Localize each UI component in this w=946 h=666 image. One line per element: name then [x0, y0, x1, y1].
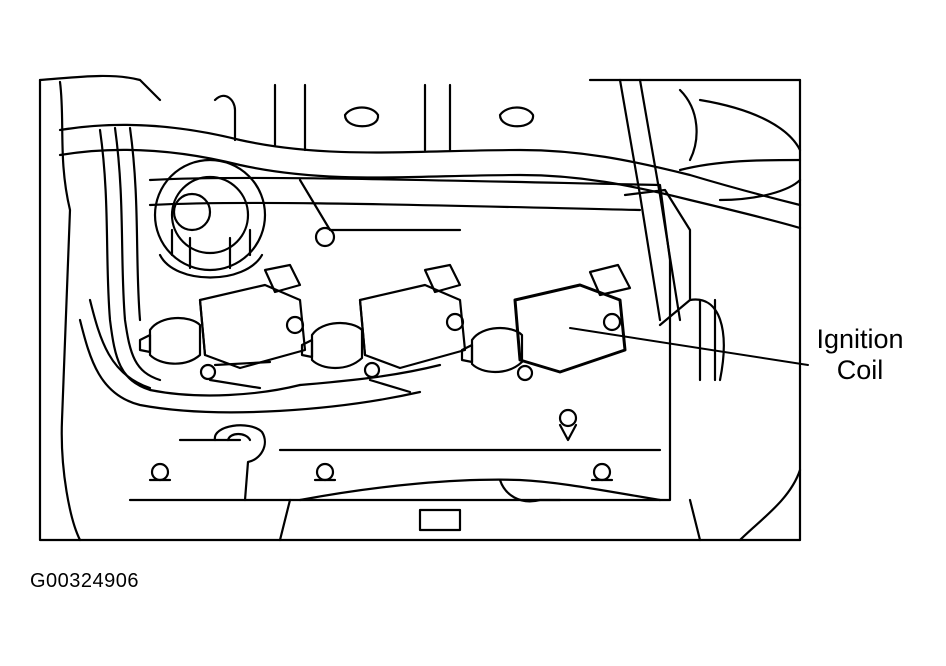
- upper-hoses: [58, 83, 802, 230]
- ignition-coil-label: Ignition Coil: [800, 324, 920, 386]
- engine-outline: [38, 74, 802, 542]
- ignition-coil-1: [138, 263, 307, 390]
- wiring-harness: [78, 126, 442, 414]
- ignition-coil-2: [300, 263, 467, 394]
- breather-tube: [618, 78, 802, 382]
- dipstick: [213, 424, 266, 502]
- ignition-coil-label-line1: Ignition: [816, 324, 904, 354]
- figure-id: G00324906: [30, 570, 140, 592]
- oil-filler-cap: [153, 158, 267, 279]
- callout-leader-line: [569, 327, 809, 366]
- valve-cover: [128, 176, 672, 502]
- ignition-coil-3: [460, 263, 632, 382]
- ignition-coil-label-line2: Coil: [836, 355, 884, 386]
- lower-manifold: [278, 478, 702, 542]
